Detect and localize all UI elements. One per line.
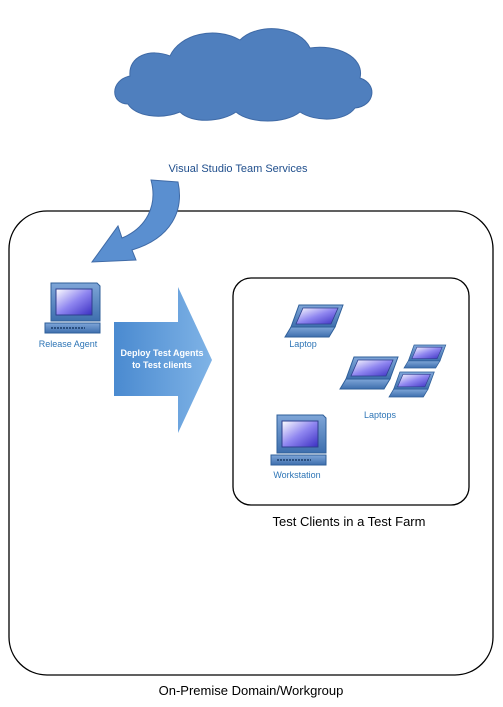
cloud-label: Visual Studio Team Services: [169, 163, 308, 175]
cloud-shape: [114, 28, 373, 122]
cloud-to-agent-arrow: [90, 179, 180, 263]
laptop-label: Laptop: [289, 339, 317, 349]
laptops-icon-2: [403, 344, 447, 369]
laptop-icon: [284, 304, 344, 338]
deploy-arrow-text-line2: to Test clients: [132, 360, 192, 370]
deploy-arrow: [114, 287, 212, 433]
test-farm-caption: Test Clients in a Test Farm: [273, 514, 426, 529]
workstation-label: Workstation: [273, 470, 320, 480]
release-agent-label: Release Agent: [39, 339, 98, 349]
test-farm-box: [232, 277, 470, 506]
laptops-icon-3: [388, 371, 435, 398]
domain-box: [8, 210, 494, 676]
laptops-label: Laptops: [364, 410, 397, 420]
laptops-icon-1: [339, 356, 399, 390]
workstation-computer-icon: [270, 414, 327, 466]
release-agent-computer-icon: [44, 282, 101, 334]
deploy-arrow-text-line1: Deploy Test Agents: [120, 348, 203, 358]
domain-caption: On-Premise Domain/Workgroup: [159, 683, 344, 698]
